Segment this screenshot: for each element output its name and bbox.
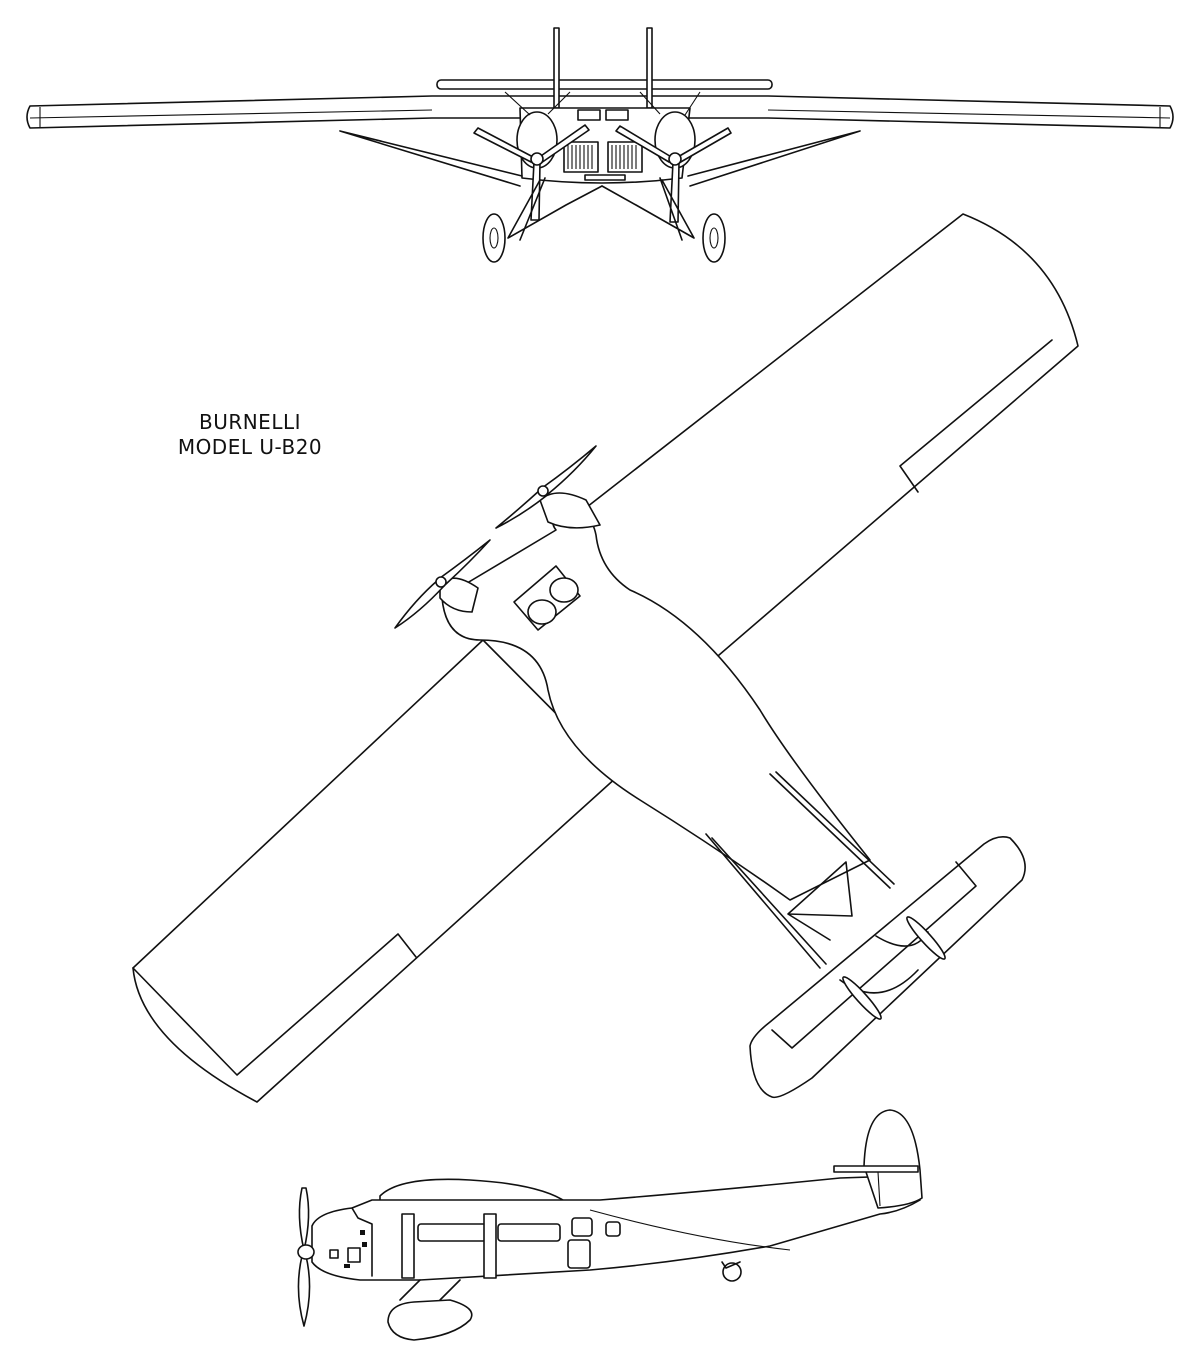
front-landing-gear-struts [507, 177, 695, 241]
side-fin [863, 1109, 923, 1209]
front-radiator-right [607, 141, 643, 173]
plan-wing-right [559, 213, 1079, 681]
side-rudder-hinge [877, 1171, 881, 1207]
front-wing-struts [339, 130, 861, 187]
side-window-1 [417, 1223, 487, 1242]
side-strut-front [401, 1213, 415, 1279]
title-manufacturer: BURNELLI [198, 410, 302, 434]
plan-aileron-right [899, 339, 1053, 493]
front-wing-chordline-left [29, 109, 433, 119]
side-fuselage-chine [589, 1209, 791, 1251]
front-wheel-left [482, 213, 506, 263]
side-wheel-fairing [387, 1299, 473, 1341]
side-tail-wheel-fork [721, 1261, 741, 1269]
front-tailplane [436, 79, 773, 90]
side-tailplane [833, 1165, 919, 1173]
front-windshield-left [577, 109, 601, 121]
side-cowling-line [351, 1207, 373, 1277]
plan-tail-struts [705, 771, 895, 969]
side-port-2 [362, 1242, 367, 1247]
side-window-4 [605, 1221, 621, 1237]
front-fin-right [646, 27, 653, 109]
plan-tailplane [749, 836, 1026, 1099]
front-radiator-left [563, 141, 599, 173]
plan-tail-truss [787, 861, 853, 941]
title-model: MODEL U-B20 [177, 435, 323, 459]
side-view [297, 1109, 923, 1341]
side-wing-section [379, 1178, 567, 1203]
plan-elevator-hinge [771, 861, 977, 1049]
plan-propeller-left [394, 539, 491, 629]
side-propeller [297, 1187, 315, 1327]
front-wheel-right [702, 213, 726, 263]
front-wing [26, 95, 1174, 129]
side-port-3 [344, 1264, 350, 1268]
side-door [567, 1239, 591, 1269]
side-gear-legs [399, 1279, 461, 1301]
plan-nacelle-right [539, 492, 601, 529]
plan-view [132, 213, 1079, 1103]
side-port-1 [360, 1230, 365, 1235]
side-strut-rear [483, 1213, 497, 1279]
plan-fin-left [842, 976, 882, 1020]
front-wing-chordline-right [767, 109, 1171, 119]
front-cabane-struts [504, 91, 701, 116]
front-propeller-right [615, 125, 732, 223]
title-block: BURNELLI MODEL U-B20 [150, 410, 350, 460]
plan-fin-right [906, 916, 946, 960]
plan-cabin-hatch [513, 565, 581, 631]
front-view [26, 27, 1174, 263]
front-fin-left [553, 27, 560, 109]
side-window-3 [571, 1217, 593, 1237]
plan-wing-left [132, 639, 619, 1103]
side-vent-2 [347, 1247, 361, 1263]
front-step [584, 174, 626, 181]
side-window-2 [497, 1223, 561, 1242]
side-vent-1 [329, 1249, 339, 1259]
plan-propeller-right [495, 445, 597, 529]
front-windshield-right [605, 109, 629, 121]
plan-aileron-left [132, 933, 417, 1076]
